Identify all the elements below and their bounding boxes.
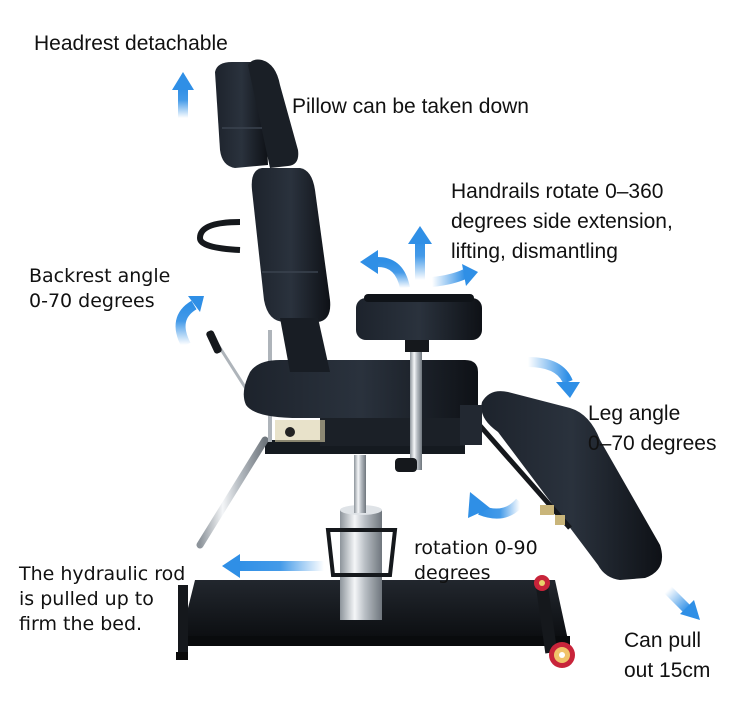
handrails-line-2: degrees side extension,: [451, 210, 673, 233]
leg-rest: [460, 391, 663, 580]
backrest-line-1: Backrest angle: [29, 265, 171, 287]
arrow-curved-icon: [175, 296, 204, 348]
pullout-line-2: out 15cm: [624, 659, 711, 682]
hydraulic-column: [325, 455, 398, 620]
wheel-icon: [549, 642, 575, 668]
arrow-curved-down-icon: [527, 357, 580, 398]
handrails-line-3: lifting, dismantling: [451, 240, 618, 263]
backrest-line-2: 0-70 degrees: [29, 290, 155, 312]
hydraulic-line-2: is pulled up to: [19, 588, 154, 610]
arrow-left-icon: [222, 554, 324, 578]
rotation-label: rotation 0-90 degrees: [414, 536, 538, 586]
arrow-right-icon: [431, 264, 478, 287]
headrest-label-text: Headrest detachable: [34, 32, 228, 55]
backrest: [196, 168, 331, 372]
leg-line-1: Leg angle: [588, 402, 681, 425]
pillow-label-text: Pillow can be taken down: [292, 95, 529, 118]
headrest-label: Headrest detachable: [34, 30, 228, 57]
pullout-line-1: Can pull: [624, 629, 702, 652]
leg-line-2: 0–70 degrees: [588, 432, 717, 455]
hydraulic-line-3: firm the bed.: [19, 613, 143, 635]
rotation-line-2: degrees: [414, 562, 491, 584]
handrails-line-1: Handrails rotate 0–360: [451, 180, 664, 203]
arrow-rotate-icon: [468, 492, 524, 519]
arrow-up-icon: [408, 226, 432, 280]
arrow-up-icon: [172, 72, 194, 118]
rotation-line-1: rotation 0-90: [414, 537, 538, 559]
pullout-label: Can pull out 15cm: [624, 626, 710, 686]
seat-cushion: [243, 360, 478, 418]
leg-angle-label: Leg angle 0–70 degrees: [588, 399, 716, 459]
arrow-down-right-icon: [664, 586, 700, 620]
backrest-label: Backrest angle 0-70 degrees: [29, 264, 170, 314]
armrest: [356, 294, 482, 472]
pillow-label: Pillow can be taken down: [292, 93, 529, 120]
handrails-label: Handrails rotate 0–360 degrees side exte…: [451, 177, 673, 267]
headrest: [215, 59, 299, 168]
arrow-rotate-left-icon: [360, 250, 410, 290]
hydraulic-label: The hydraulic rod is pulled up to firm t…: [19, 562, 185, 637]
hydraulic-line-1: The hydraulic rod: [19, 563, 186, 585]
wheel-icon: [534, 575, 550, 591]
